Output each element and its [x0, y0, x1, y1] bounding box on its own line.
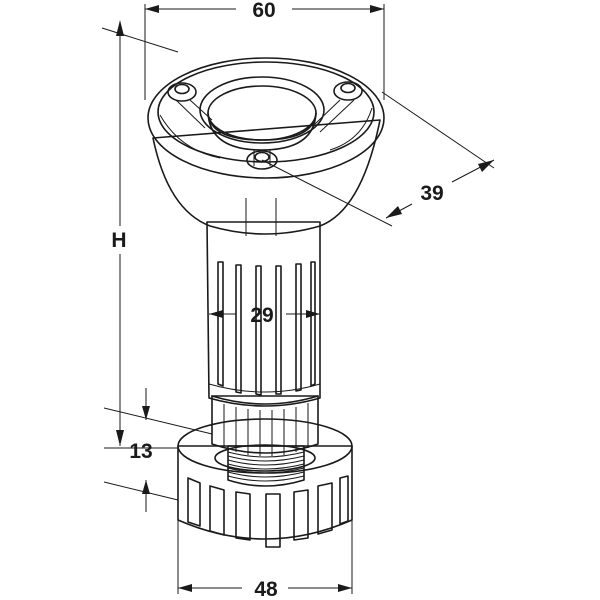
dim-label-48: 48: [254, 578, 278, 600]
dim-label-29: 29: [250, 304, 273, 327]
dim-label-h: H: [111, 229, 126, 252]
dim-label-60: 60: [252, 0, 275, 22]
screw-hole-left: [167, 82, 197, 102]
dim-stem-width: 29: [209, 304, 320, 327]
dim-label-13: 13: [129, 440, 152, 463]
screw-hole-front: [246, 150, 278, 170]
dim-thread: 13: [103, 388, 213, 512]
mounting-cup: [147, 57, 385, 236]
screw-hole-right: [333, 81, 363, 101]
dim-offset: 39: [261, 91, 495, 227]
threaded-rod: [227, 445, 305, 487]
base-nut: [177, 418, 353, 548]
dim-base-width: 48: [177, 520, 353, 600]
base-slots: [187, 475, 349, 548]
stem: [206, 221, 321, 407]
ribbed-collar: [211, 395, 319, 456]
dim-label-39: 39: [420, 182, 443, 205]
dim-top-width: 60: [144, 0, 385, 100]
stem-ribs: [217, 261, 316, 396]
dim-height: H: [101, 20, 179, 449]
